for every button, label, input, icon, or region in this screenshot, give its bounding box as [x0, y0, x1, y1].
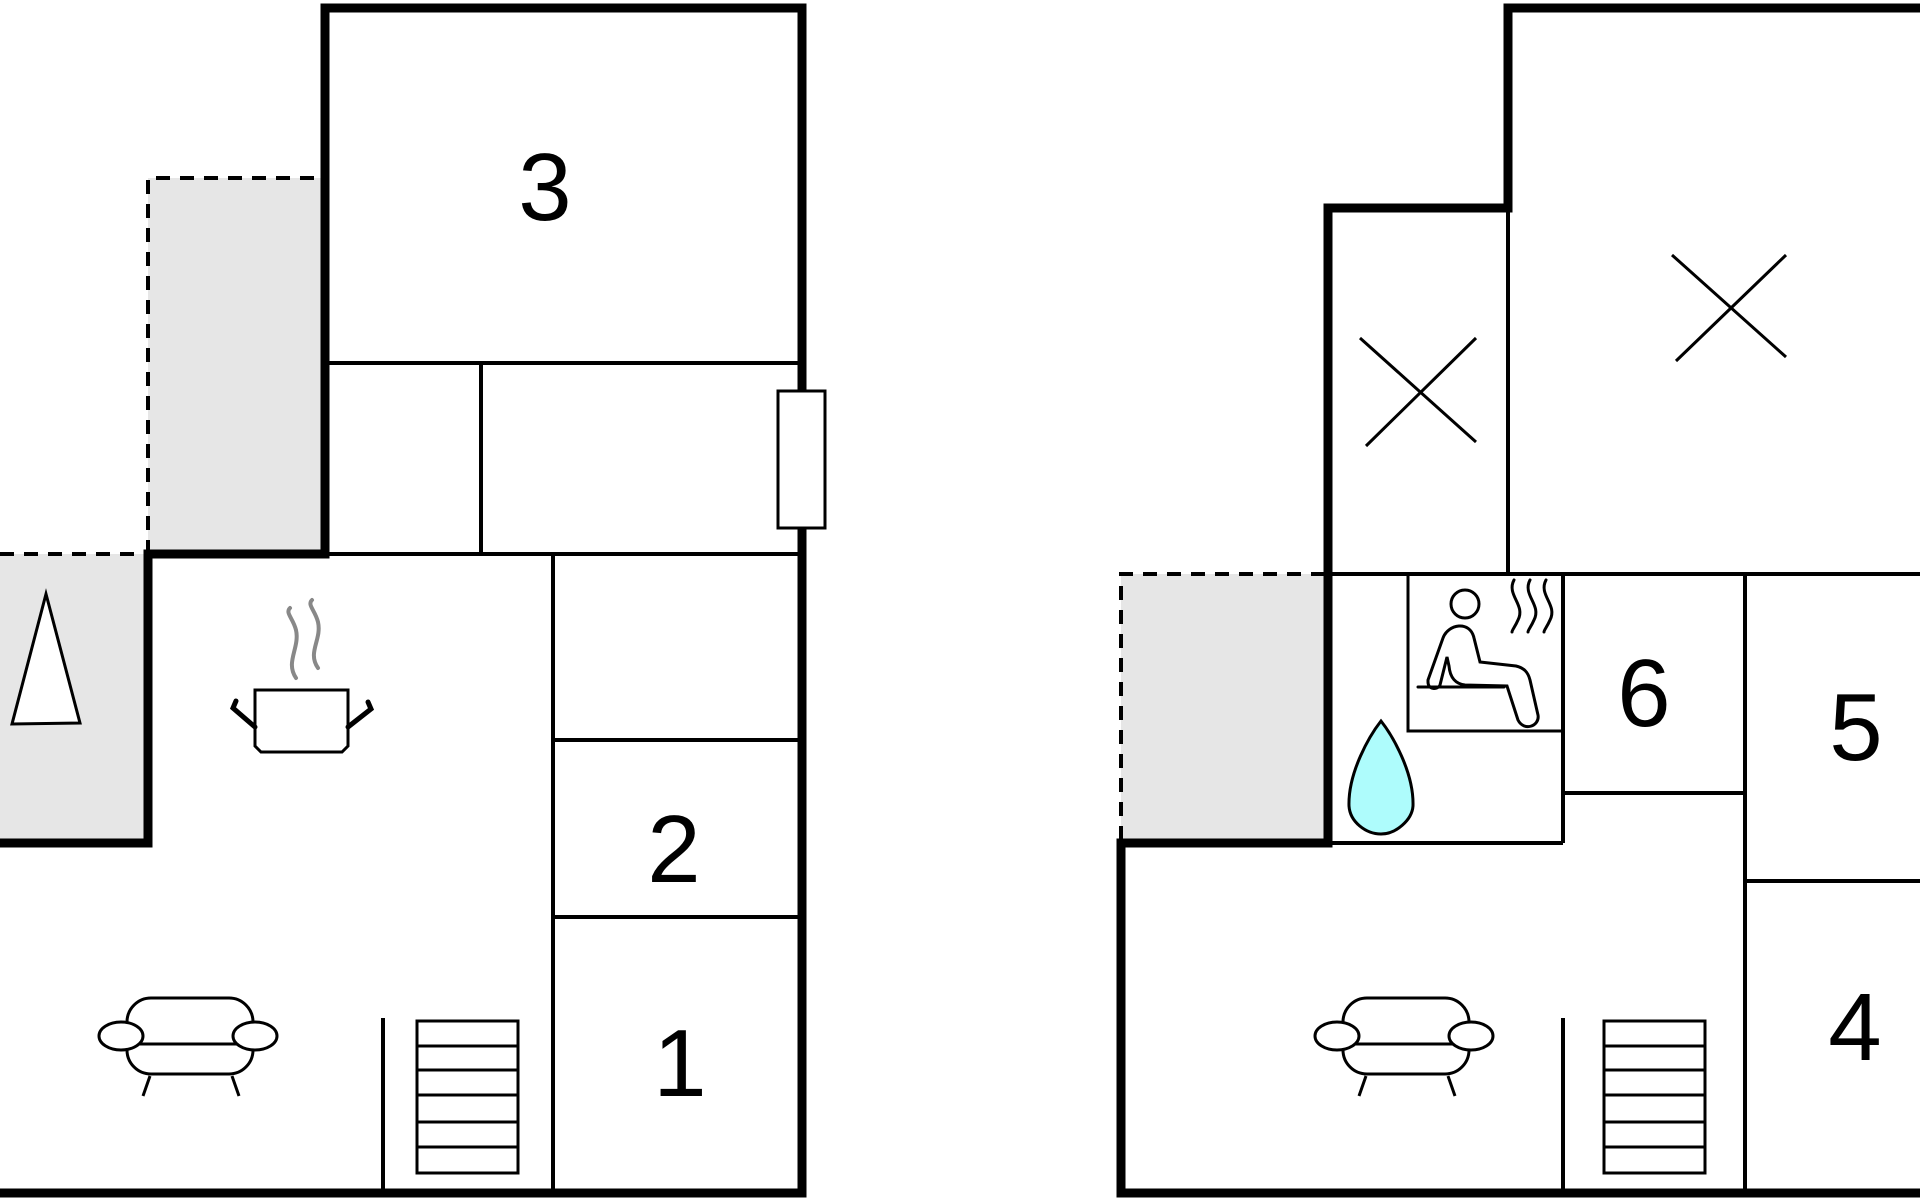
void-cross-icon — [1358, 336, 1478, 448]
room-number-4: 4 — [1828, 974, 1881, 1081]
void-cross-icon — [1670, 253, 1788, 363]
staircase-icon — [415, 1019, 520, 1175]
room-number-3: 3 — [518, 134, 571, 241]
room-number-1: 1 — [653, 1010, 706, 1117]
sauna-icon — [1416, 578, 1554, 729]
room-number-2: 2 — [647, 796, 700, 903]
cooking-pot-icon — [229, 598, 375, 754]
terrace-right — [1119, 572, 1328, 840]
room-number-5: 5 — [1829, 674, 1882, 781]
window — [776, 389, 827, 530]
upper-floor-plan: 6 5 4 — [1116, 3, 1920, 1198]
staircase-icon — [1602, 1019, 1707, 1175]
ground-floor-plan: 3 2 1 — [0, 3, 827, 1198]
room-number-6: 6 — [1617, 640, 1670, 747]
sofa-icon — [1313, 996, 1495, 1097]
outer-wall — [0, 3, 807, 1198]
sauna-booth — [1406, 572, 1565, 733]
sofa-icon — [97, 996, 279, 1097]
parasol-icon — [10, 588, 82, 726]
water-drop-icon — [1347, 718, 1415, 836]
outer-wall — [1116, 3, 1920, 1198]
interior-walls — [325, 361, 802, 1193]
terrace-upper — [146, 176, 325, 554]
